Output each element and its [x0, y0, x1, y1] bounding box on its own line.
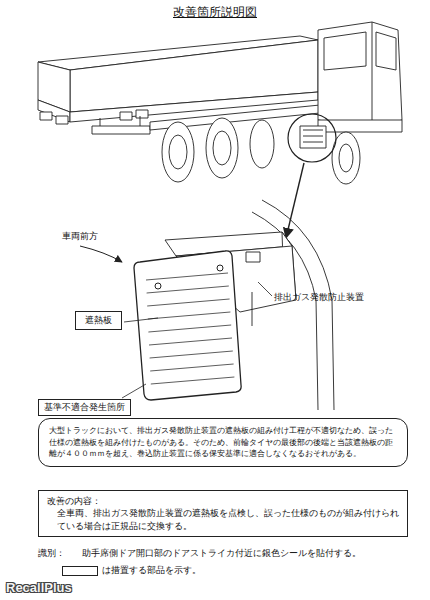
- shield-rib: [150, 351, 233, 358]
- part-name: 排出ガス発散防止装置: [274, 291, 364, 304]
- shield-rib: [146, 273, 228, 280]
- remedy-box: 改善の内容：全車両、排出ガス発散防止装置の遮熱板を点検し、誤った仕様のものが組み…: [38, 490, 408, 537]
- leader-line: [124, 318, 158, 322]
- device-ribs: [303, 130, 323, 142]
- heat-shield: [134, 251, 241, 400]
- direction-arrow: [80, 246, 122, 262]
- label-box: 遮熱板: [75, 311, 122, 330]
- label-box: 基準不適合発生箇所: [38, 399, 131, 416]
- shield-rib: [147, 299, 229, 306]
- shield-rib: [149, 338, 232, 345]
- box-text: 大型トラックにおいて、排出ガス発散防止装置の遮熱板の組み付け工程が不適切なため、…: [49, 425, 397, 460]
- leader-line: [258, 282, 272, 296]
- watermark: RecallPlus: [6, 580, 72, 595]
- legend-row: は措置する部品を示す。: [62, 564, 201, 577]
- exhaust-device: [300, 126, 326, 148]
- shield-rib: [148, 325, 231, 332]
- box-text: 基準不適合発生箇所: [44, 401, 125, 414]
- shield-rib: [151, 377, 235, 384]
- direction-label: 車両前方: [62, 230, 98, 243]
- note-text: 助手席側ドア開口部のドアストライカ付近に銀色シールを貼付する。: [82, 547, 361, 560]
- cab-edge: [372, 22, 373, 128]
- rear-tire: [250, 120, 274, 168]
- rear-lamp: [136, 110, 148, 118]
- box-text: 改善の内容：: [47, 495, 399, 507]
- magnify-circle: [288, 114, 336, 162]
- rear-tire: [162, 122, 194, 182]
- bolt: [155, 283, 161, 289]
- legend-text: は措置する部品を示す。: [102, 565, 201, 575]
- legend-swatch: [62, 566, 98, 576]
- rear-lamp: [40, 112, 52, 120]
- shield-rib: [150, 364, 233, 371]
- leader-line: [122, 384, 146, 398]
- magnify-arrow: [286, 163, 304, 238]
- device-fitting: [246, 252, 260, 262]
- cab-step: [318, 120, 402, 132]
- wheel: [213, 131, 231, 165]
- rear-lamp: [120, 112, 132, 120]
- cab: [318, 22, 402, 128]
- rear-tire: [206, 118, 238, 178]
- note-box: 大型トラックにおいて、排出ガス発散防止装置の遮熱板の組み付け工程が不適切なため、…: [38, 418, 408, 467]
- wheel: [339, 144, 353, 172]
- note-heading: 識別：: [38, 547, 65, 560]
- box-body: 全車両、排出ガス発散防止装置の遮熱板を点検し、誤った仕様のものが組み付けられてい…: [47, 507, 399, 532]
- rear-guard: [92, 126, 150, 134]
- guard-stay: [100, 116, 140, 126]
- cab-window: [376, 32, 396, 70]
- title: 改善箇所説明図: [0, 4, 430, 21]
- shield-rib: [148, 312, 231, 319]
- bolt: [217, 265, 223, 271]
- box-text: 遮熱板: [85, 314, 112, 327]
- cab-window: [324, 32, 366, 70]
- rear-lamp: [56, 116, 68, 124]
- wheel: [169, 135, 187, 169]
